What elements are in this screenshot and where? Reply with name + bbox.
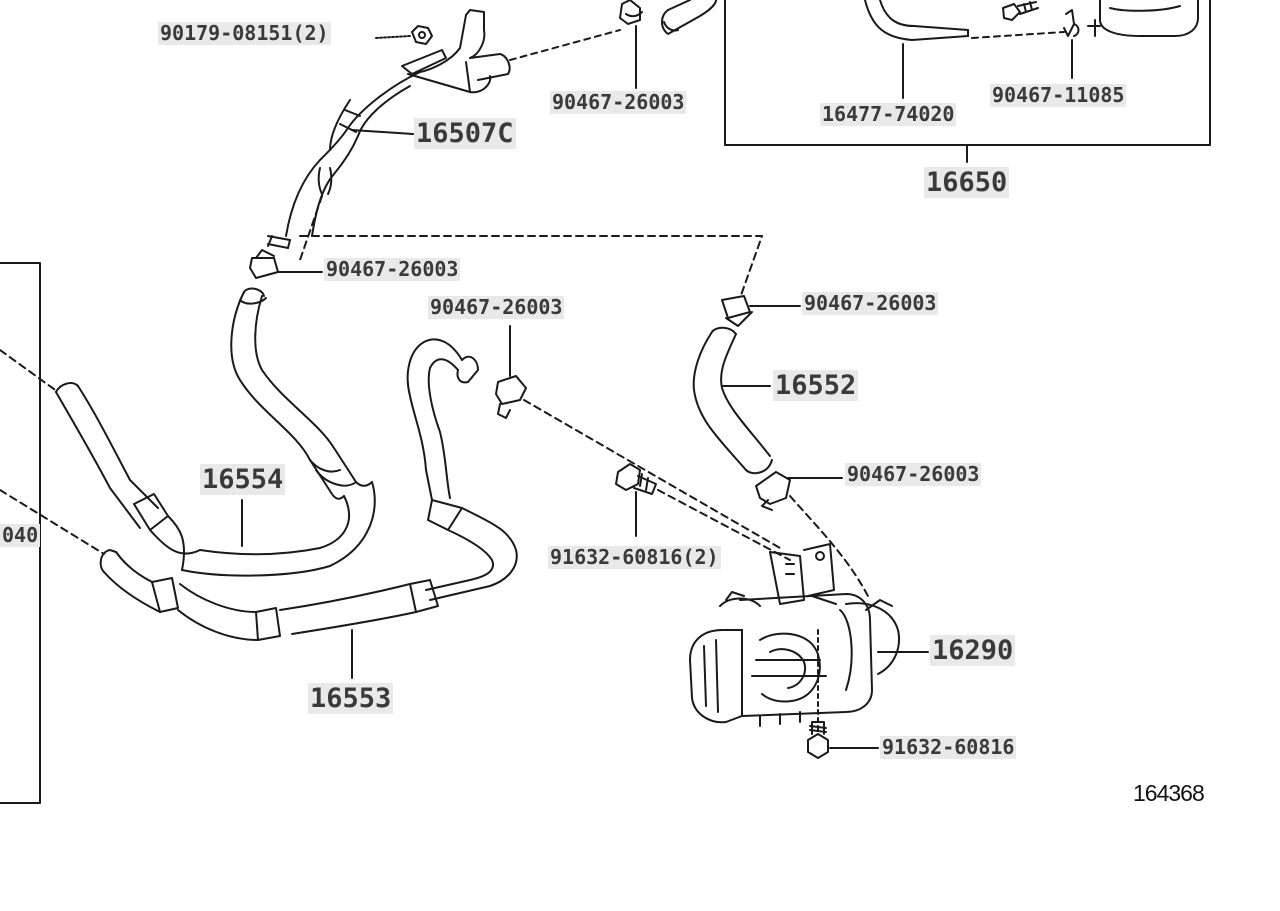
nut-90179 <box>411 25 433 45</box>
clip-90467-11085 <box>1063 9 1080 37</box>
clamp-top <box>619 0 643 25</box>
label-90467-26003-right: 90467-26003 <box>802 291 939 315</box>
label-16553: 16553 <box>308 683 394 715</box>
label-16552: 16552 <box>773 370 859 402</box>
clamp-left <box>249 249 279 279</box>
label-16507c: 16507C <box>414 118 516 150</box>
hose-16477 <box>864 0 969 41</box>
hose-16554 <box>55 287 376 577</box>
hose-16553 <box>99 338 518 641</box>
inset-frame-right <box>724 0 1211 146</box>
valve-16290 <box>689 543 900 727</box>
label-90467-26003-lower: 90467-26003 <box>845 462 982 486</box>
illustration-number: 164368 <box>1133 780 1205 806</box>
dash-top <box>509 29 621 61</box>
label-16650: 16650 <box>924 167 1010 199</box>
dash-bolt <box>657 489 791 561</box>
label-90467-26003-top: 90467-26003 <box>550 90 687 114</box>
label-16477-74020: 16477-74020 <box>820 102 957 126</box>
dash-inset <box>971 31 1065 39</box>
clamp-16552-top <box>721 295 753 327</box>
leader-16507c <box>351 129 414 135</box>
label-91632-60816: 91632-60816 <box>880 735 1017 759</box>
clamp-16552-bottom <box>755 471 791 511</box>
dash-16507c-clamp <box>299 195 323 261</box>
label-90179-08151: 90179-08151(2) <box>158 21 331 45</box>
label-040-partial: 040 <box>0 523 41 547</box>
leader-90179 <box>375 35 411 39</box>
dash-16554-left <box>0 349 59 393</box>
label-90467-26003-center: 90467-26003 <box>428 295 565 319</box>
dash-16552-valve <box>789 495 871 601</box>
dash-clamp-center <box>523 399 781 549</box>
dash-16507c-16552 <box>299 235 763 299</box>
small-bolt-inset <box>1002 1 1039 21</box>
label-90467-11085: 90467-11085 <box>990 83 1127 107</box>
label-16290: 16290 <box>930 635 1016 667</box>
bolt-91632-2 <box>615 463 657 495</box>
hose-16552 <box>692 326 773 475</box>
label-16554: 16554 <box>200 464 286 496</box>
label-91632-60816-2: 91632-60816(2) <box>548 545 721 569</box>
label-90467-26003-left: 90467-26003 <box>324 257 461 281</box>
hose-stub-top <box>661 0 717 35</box>
reservoir-tank <box>1087 0 1199 37</box>
clamp-center <box>495 375 527 419</box>
dash-16553-left <box>0 489 105 555</box>
bolt-91632 <box>807 721 829 759</box>
